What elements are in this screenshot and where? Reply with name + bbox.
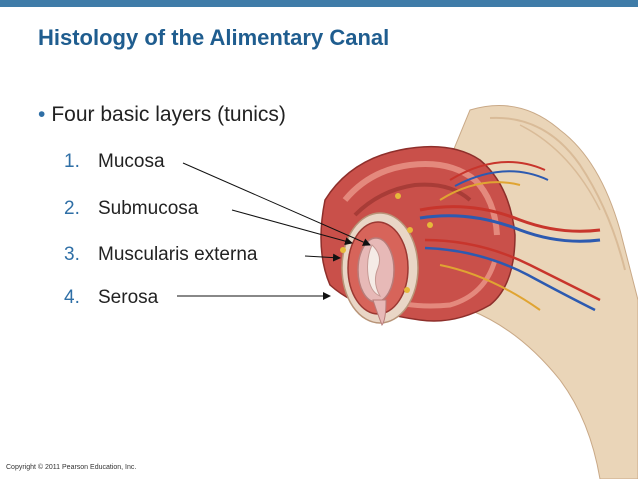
- arrow-submucosa: [231, 209, 353, 246]
- list-label: Muscularis externa: [98, 244, 258, 265]
- arrow-muscularis-externa: [304, 253, 341, 262]
- list-label: Submucosa: [98, 198, 199, 219]
- list-item-mucosa: 1. Mucosa: [64, 151, 165, 173]
- list-number: 1.: [64, 151, 80, 172]
- copyright-notice: Copyright © 2011 Pearson Education, Inc.: [6, 464, 137, 471]
- list-number: 2.: [64, 198, 80, 219]
- slide-title: Histology of the Alimentary Canal: [38, 25, 390, 50]
- bullet-icon: •: [38, 103, 46, 126]
- bullet-text: Four basic layers (tunics): [51, 103, 286, 126]
- list-label: Serosa: [98, 287, 159, 308]
- top-accent-bar: [0, 0, 638, 7]
- list-number: 3.: [64, 244, 80, 265]
- bullet-point: •Four basic layers (tunics): [38, 103, 286, 127]
- list-number: 4.: [64, 287, 80, 308]
- list-item-serosa: 4. Serosa: [64, 287, 158, 309]
- list-label: Mucosa: [98, 151, 165, 172]
- list-item-submucosa: 2. Submucosa: [64, 198, 198, 220]
- list-item-muscularis-externa: 3. Muscularis externa: [64, 244, 257, 266]
- arrow-mucosa: [182, 162, 371, 246]
